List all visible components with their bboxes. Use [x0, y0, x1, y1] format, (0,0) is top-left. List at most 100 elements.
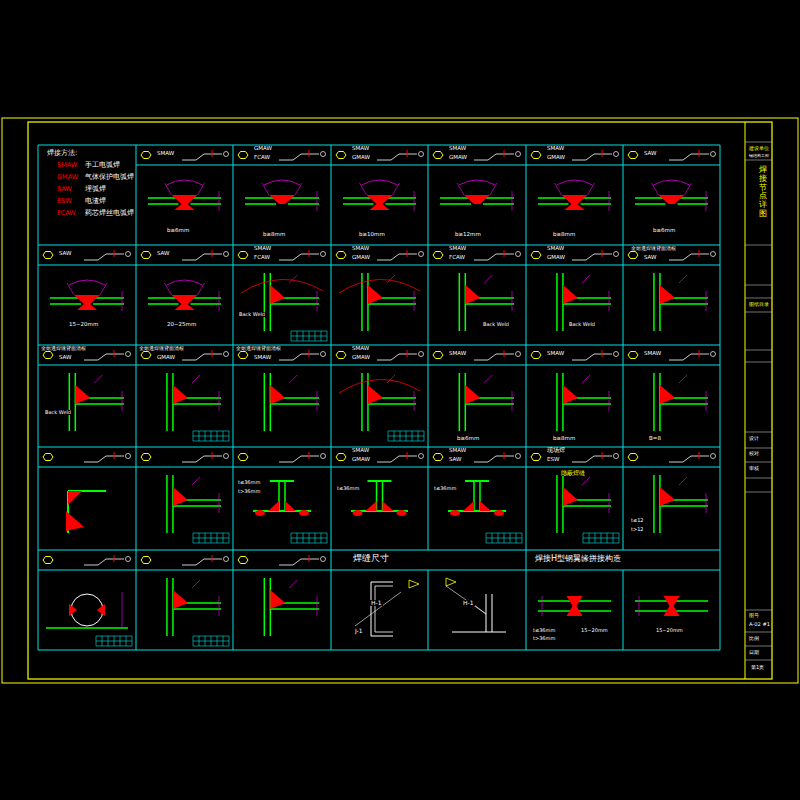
weld-symbol [309, 250, 310, 257]
drawing-label: 药芯焊丝电弧焊 [84, 210, 135, 217]
dimension-line [317, 391, 318, 411]
hex-callout [141, 454, 151, 461]
inner-frame [28, 122, 772, 679]
weld-fill [74, 295, 100, 304]
steel-plate [563, 303, 611, 305]
steel-plate [361, 373, 363, 431]
steel-plate [166, 373, 168, 431]
drawing-label: SMAW [546, 246, 565, 252]
steel-plate [166, 578, 168, 636]
weld-fill [366, 501, 377, 511]
dimension-line [289, 375, 297, 383]
weld-fill [463, 501, 474, 511]
drawing-label: GMAW [546, 155, 566, 161]
data-table [315, 533, 316, 543]
steel-plate [368, 480, 392, 482]
drawing-label: SMAW [448, 351, 467, 357]
drawing-label: SAW [58, 355, 73, 361]
dimension-line [588, 183, 595, 195]
angle-dimension [69, 280, 105, 285]
drawing-label: 15~20mm [580, 628, 609, 633]
title-block-rule [745, 285, 772, 286]
weld-symbol [516, 152, 521, 157]
weld-symbol [614, 454, 619, 459]
title-block-rule [745, 632, 772, 633]
drawing-label: 钢结构工程 [748, 154, 770, 158]
steel-plate [368, 303, 416, 305]
dimension-line [393, 183, 400, 195]
dimension-line [414, 391, 415, 411]
drawing-label: 15~20mm [68, 322, 99, 328]
dimension-line [192, 477, 200, 485]
weld-symbol [114, 452, 115, 459]
grid-line [526, 145, 527, 650]
drawing-label: ESW [56, 198, 73, 205]
angle-dimension [264, 180, 300, 185]
weld-symbol [474, 456, 514, 462]
hex-callout [141, 252, 151, 259]
data-table [613, 533, 614, 543]
dimension-line [512, 391, 513, 411]
steel-plate [660, 505, 708, 507]
data-table [315, 331, 316, 341]
weld-symbol [309, 452, 310, 459]
hex-callout [141, 352, 151, 359]
weld-symbol [224, 454, 229, 459]
drawing-label: SMAW [351, 246, 370, 252]
drawing-label: t>36mm [532, 636, 556, 641]
steel-plate [635, 197, 666, 199]
drawing-label: B=8 [648, 436, 662, 442]
drawing-label: 焊接H型钢翼缘拼接构造 [534, 554, 622, 562]
drawing-label: 建设单位 [748, 146, 770, 151]
data-table [193, 431, 194, 441]
weld-symbol [279, 559, 319, 565]
drawing-label: GMAW [546, 255, 566, 261]
steel-plate [556, 475, 558, 533]
dimension-line [414, 191, 415, 211]
weld-fill [659, 195, 685, 204]
data-table [199, 533, 200, 543]
steel-plate [245, 203, 276, 205]
steel-plate [440, 203, 471, 205]
weld-symbol [419, 454, 424, 459]
weld-fill [77, 304, 97, 310]
dimension-line [387, 275, 395, 283]
weld-symbol [114, 350, 115, 357]
dimension-line [165, 183, 172, 195]
dimension-line [582, 375, 590, 383]
weld-symbol [321, 252, 326, 257]
steel-plate [343, 203, 374, 205]
dimension-line [100, 283, 107, 295]
steel-plate [678, 197, 709, 199]
weld-fill [494, 510, 504, 516]
drawing-label: Back Weld [238, 312, 266, 317]
data-table [424, 431, 425, 441]
data-table [418, 431, 419, 441]
weld-symbol [224, 557, 229, 562]
drawing-label: 隐蔽焊缝 [560, 470, 586, 476]
weld-fill [173, 590, 188, 609]
steel-plate [166, 475, 168, 533]
steel-plate [93, 297, 124, 299]
dimension-line [609, 291, 610, 311]
weld-symbol [407, 452, 408, 459]
dimension-line [219, 493, 220, 513]
drawing-label: Back Weld [568, 322, 596, 327]
data-table [492, 533, 493, 543]
leader-line [446, 586, 486, 614]
weld-symbol [224, 152, 229, 157]
steel-plate [270, 403, 319, 405]
curve-line [241, 279, 323, 293]
steel-plate [635, 203, 666, 205]
weld-symbol [602, 452, 603, 459]
weld-fill [563, 385, 578, 404]
drawing-label: 气体保护电弧焊 [84, 174, 135, 181]
weld-symbol [309, 350, 310, 357]
steel-plate [465, 403, 514, 405]
title-block-rule [745, 298, 772, 299]
drawing-label: SAW [156, 251, 171, 257]
steel-plate [660, 303, 708, 305]
weld-fill [269, 195, 295, 204]
weld-fill [270, 385, 285, 404]
